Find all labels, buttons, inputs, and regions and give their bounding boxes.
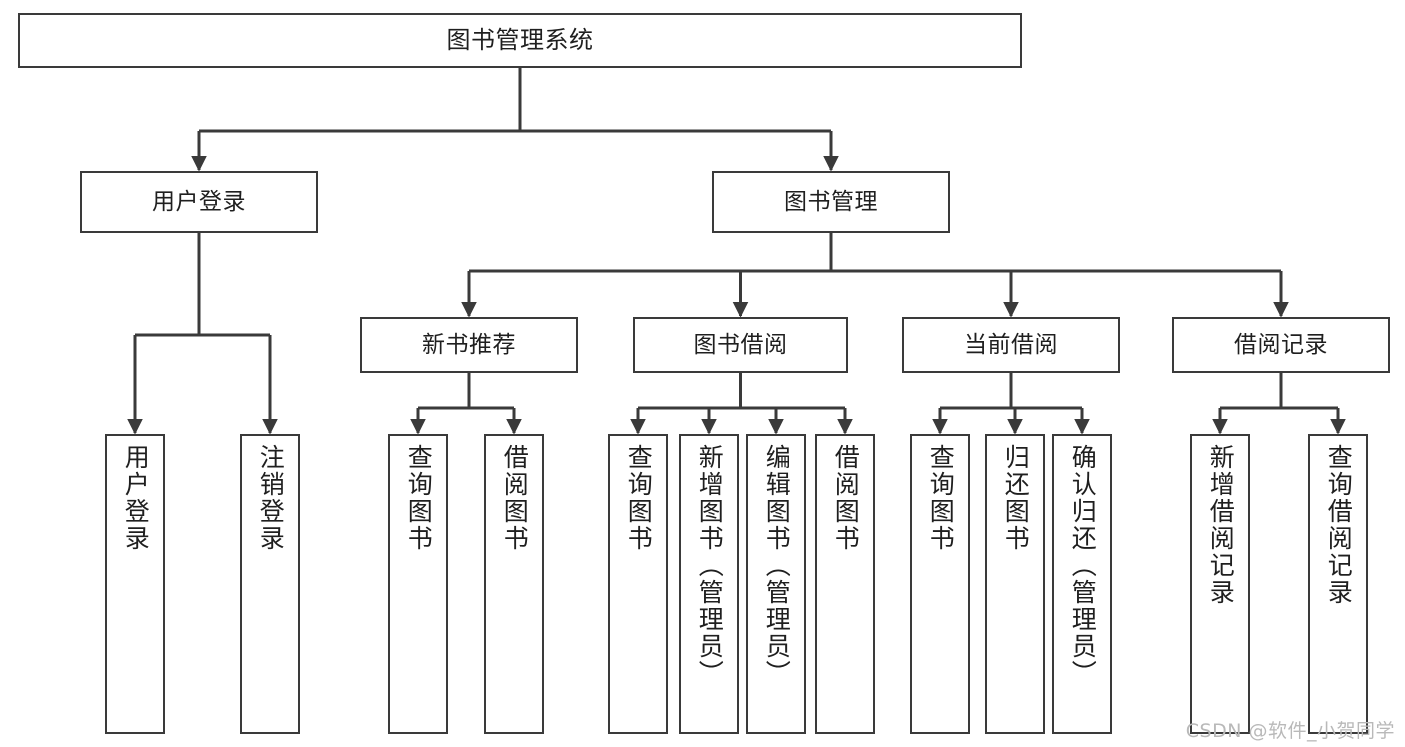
node-label: 新增图书（管理员）	[695, 444, 725, 687]
node-l3-12[interactable]: 查询借阅记录	[1308, 434, 1368, 734]
node-l3-11[interactable]: 新增借阅记录	[1190, 434, 1250, 734]
node-label: 查询借阅记录	[1324, 444, 1354, 606]
node-l2-3[interactable]: 借阅记录	[1172, 317, 1390, 373]
node-root[interactable]: 图书管理系统	[18, 13, 1022, 68]
node-label: 查询图书	[624, 444, 654, 552]
node-label: 查询图书	[404, 444, 434, 552]
node-label: 当前借阅	[964, 331, 1058, 358]
node-l3-6[interactable]: 编辑图书（管理员）	[746, 434, 806, 734]
watermark-text: CSDN @软件_小贺同学	[1185, 720, 1395, 742]
node-label: 注销登录	[256, 444, 286, 552]
node-l2-2[interactable]: 当前借阅	[902, 317, 1120, 373]
node-l3-1[interactable]: 注销登录	[240, 434, 300, 734]
node-label: 借阅记录	[1234, 331, 1328, 358]
node-label: 确认归还（管理员）	[1068, 444, 1098, 687]
node-label: 图书管理	[784, 188, 878, 215]
node-label: 新书推荐	[422, 331, 516, 358]
node-label: 图书借阅	[693, 331, 788, 358]
node-l1-1[interactable]: 图书管理	[712, 171, 950, 233]
node-l2-0[interactable]: 新书推荐	[360, 317, 578, 373]
node-label: 用户登录	[121, 444, 151, 552]
node-l3-10[interactable]: 确认归还（管理员）	[1052, 434, 1112, 734]
node-l3-2[interactable]: 查询图书	[388, 434, 448, 734]
node-label: 查询图书	[926, 444, 956, 552]
node-l3-5[interactable]: 新增图书（管理员）	[679, 434, 739, 734]
node-label: 新增借阅记录	[1206, 444, 1236, 606]
node-l1-0[interactable]: 用户登录	[80, 171, 318, 233]
node-l3-0[interactable]: 用户登录	[105, 434, 165, 734]
node-label: 图书管理系统	[446, 25, 594, 54]
node-l3-7[interactable]: 借阅图书	[815, 434, 875, 734]
node-l3-4[interactable]: 查询图书	[608, 434, 668, 734]
node-label: 用户登录	[152, 188, 246, 215]
node-l3-9[interactable]: 归还图书	[985, 434, 1045, 734]
node-label: 编辑图书（管理员）	[762, 444, 792, 687]
node-l3-3[interactable]: 借阅图书	[484, 434, 544, 734]
node-label: 借阅图书	[500, 444, 530, 552]
node-l3-8[interactable]: 查询图书	[910, 434, 970, 734]
node-label: 归还图书	[1001, 444, 1031, 552]
node-l2-1[interactable]: 图书借阅	[633, 317, 848, 373]
node-label: 借阅图书	[831, 444, 861, 552]
